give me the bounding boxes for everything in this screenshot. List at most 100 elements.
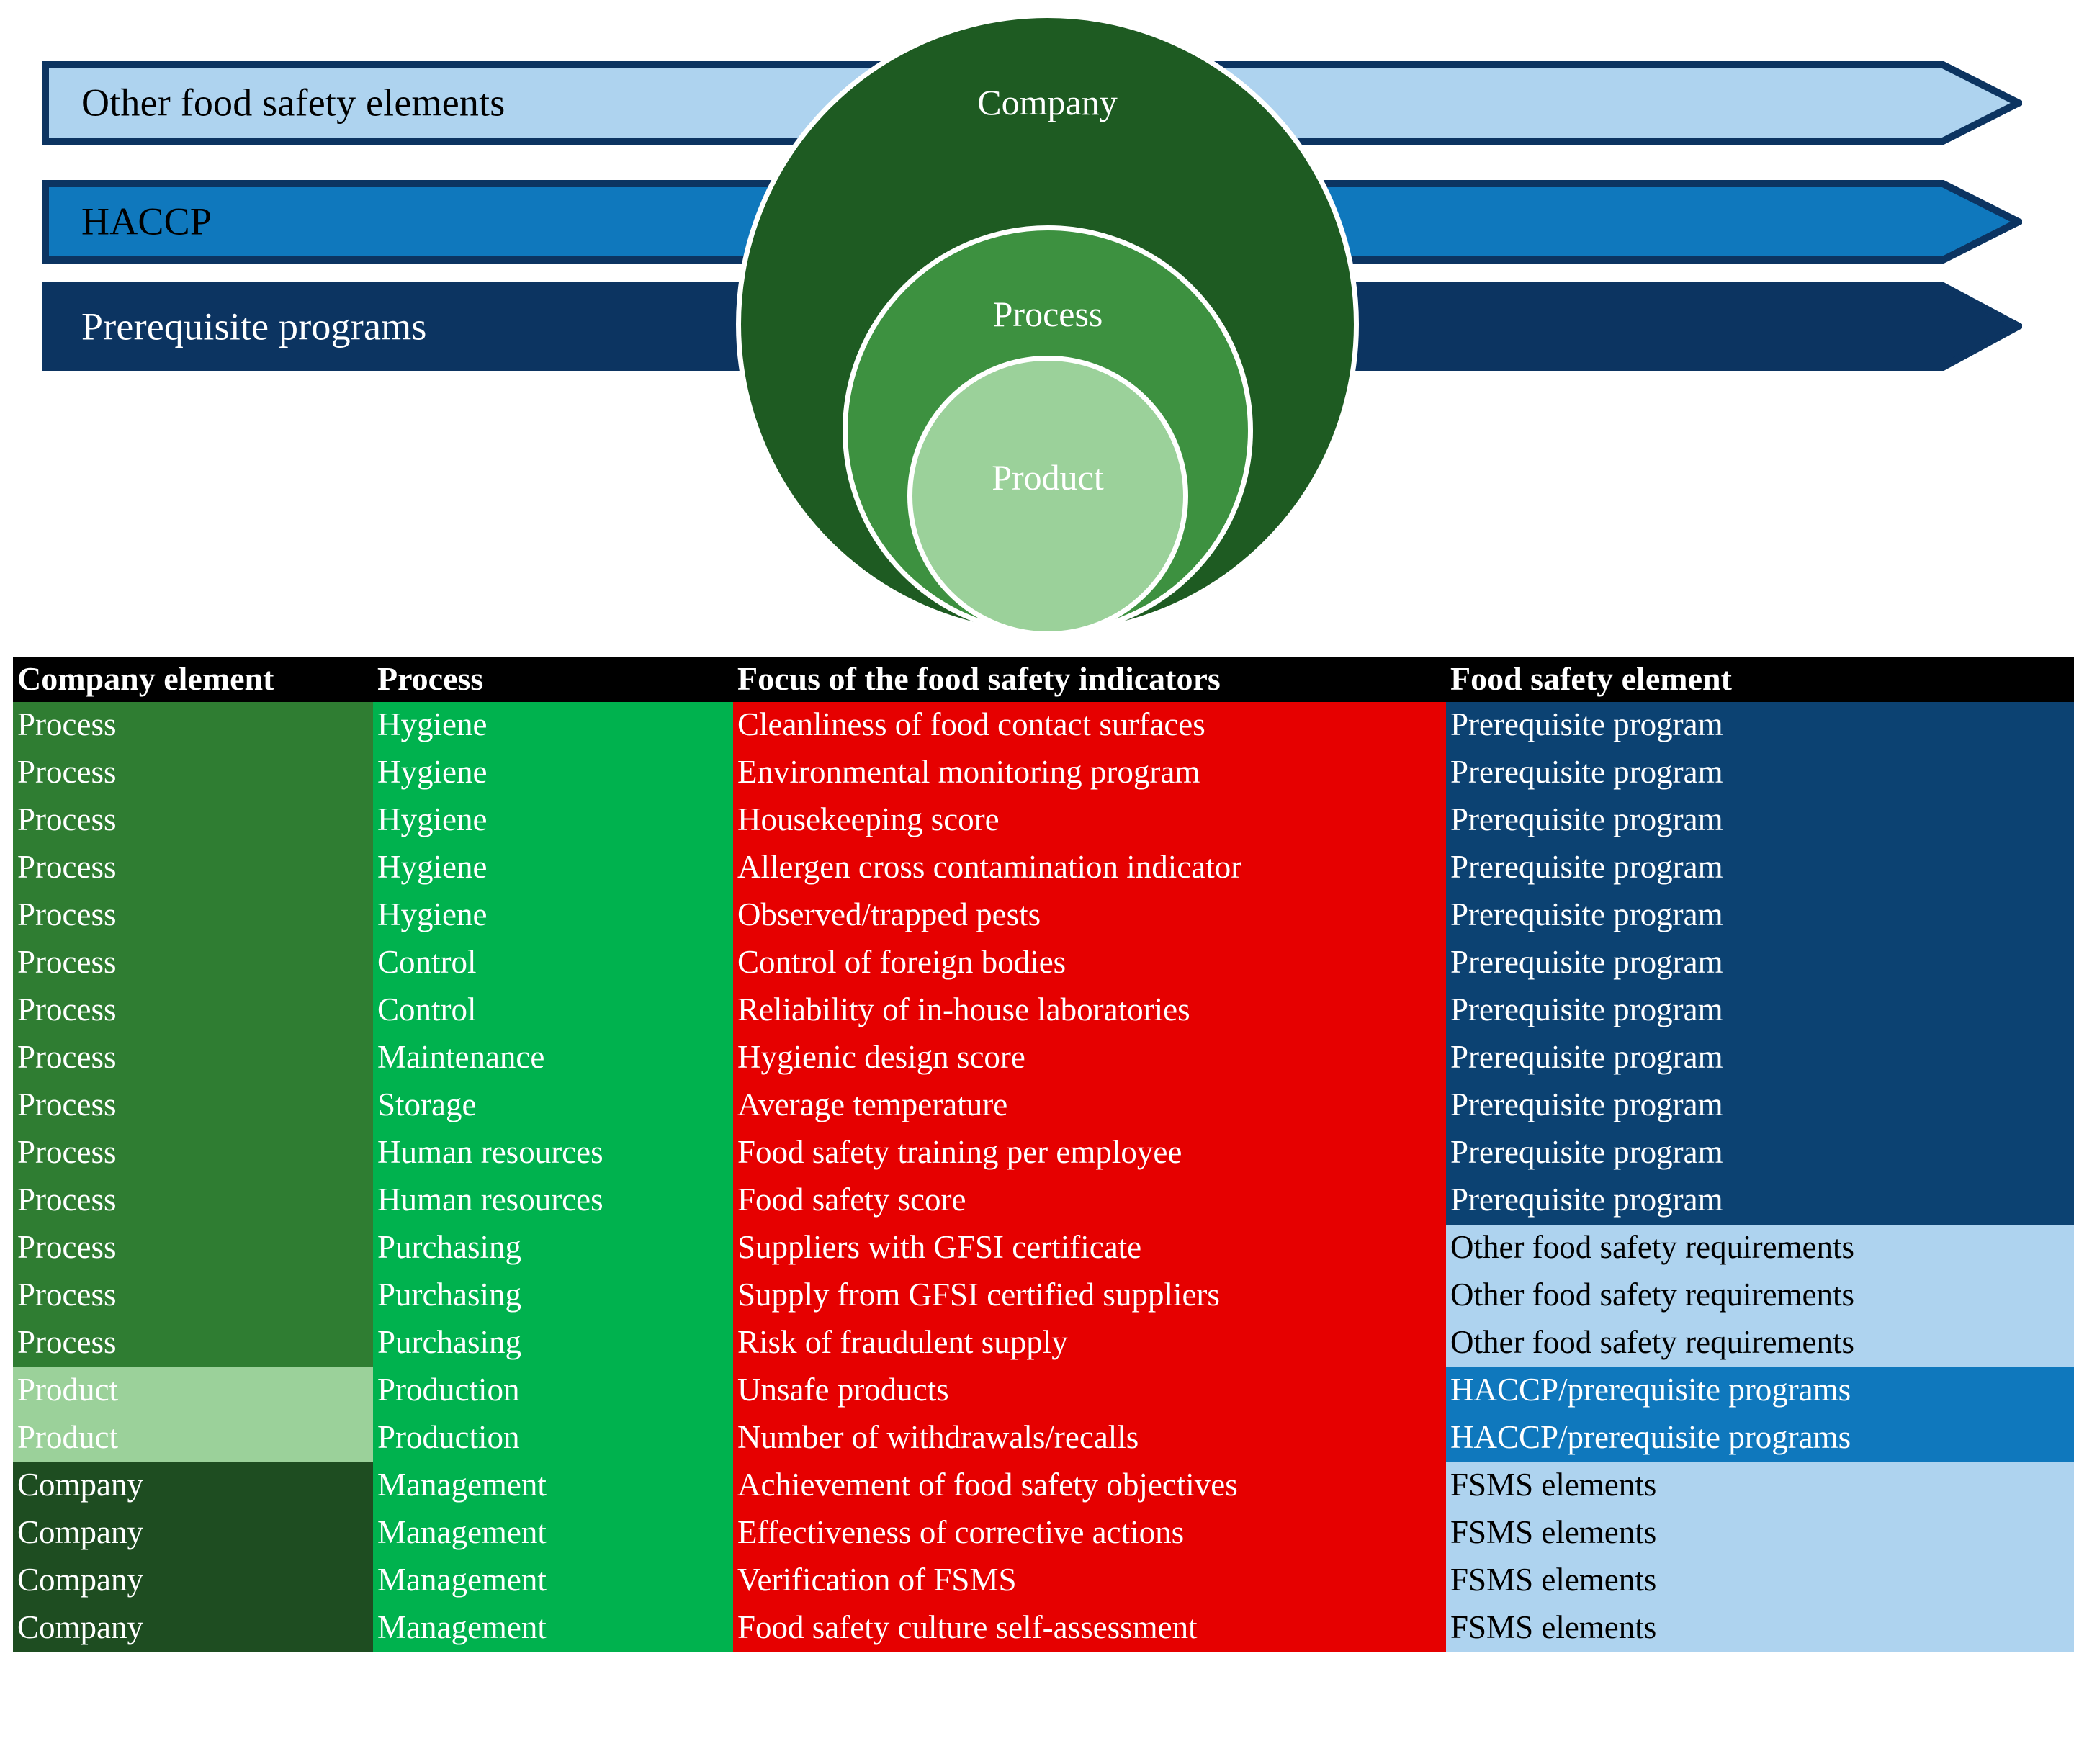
arrow-label-haccp: HACCP [81, 199, 212, 243]
cell-food-safety-element: FSMS elements [1446, 1510, 2074, 1557]
cell-company-element: Process [13, 797, 373, 845]
circle-product: Product [907, 356, 1188, 636]
cell-focus: Environmental monitoring program [733, 750, 1446, 797]
conceptual-diagram: Other food safety elements HACCP Prerequ… [0, 0, 2097, 652]
cell-company-element: Process [13, 1177, 373, 1225]
column-header-focus: Focus of the food safety indicators [733, 657, 1446, 702]
column-header-company-element: Company element [13, 657, 373, 702]
cell-company-element: Company [13, 1510, 373, 1557]
cell-process: Control [373, 987, 733, 1035]
cell-food-safety-element: FSMS elements [1446, 1557, 2074, 1605]
cell-company-element: Process [13, 1130, 373, 1177]
arrow-label-other: Other food safety elements [81, 81, 506, 125]
cell-food-safety-element: Prerequisite program [1446, 750, 2074, 797]
cell-focus: Reliability of in-house laboratories [733, 987, 1446, 1035]
cell-process: Management [373, 1605, 733, 1652]
cell-focus: Supply from GFSI certified suppliers [733, 1272, 1446, 1320]
cell-company-element: Process [13, 1035, 373, 1082]
cell-focus: Food safety score [733, 1177, 1446, 1225]
circle-label-company: Company [977, 82, 1118, 122]
cell-company-element: Product [13, 1367, 373, 1415]
cell-focus: Unsafe products [733, 1367, 1446, 1415]
cell-food-safety-element: Other food safety requirements [1446, 1225, 2074, 1272]
column-header-food-safety-element: Food safety element [1446, 657, 2074, 702]
cell-food-safety-element: Prerequisite program [1446, 797, 2074, 845]
cell-food-safety-element: Prerequisite program [1446, 1130, 2074, 1177]
cell-food-safety-element: Prerequisite program [1446, 987, 2074, 1035]
cell-focus: Food safety culture self-assessment [733, 1605, 1446, 1652]
cell-focus: Achievement of food safety objectives [733, 1462, 1446, 1510]
cell-focus: Effectiveness of corrective actions [733, 1510, 1446, 1557]
cell-focus: Average temperature [733, 1082, 1446, 1130]
cell-process: Hygiene [373, 797, 733, 845]
cell-food-safety-element: Prerequisite program [1446, 940, 2074, 987]
cell-process: Purchasing [373, 1225, 733, 1272]
circle-label-product: Product [992, 457, 1104, 498]
cell-company-element: Process [13, 845, 373, 892]
cell-process: Production [373, 1367, 733, 1415]
cell-focus: Suppliers with GFSI certificate [733, 1225, 1446, 1272]
food-safety-indicator-table: Company element Process Focus of the foo… [13, 657, 2074, 1652]
cell-company-element: Company [13, 1557, 373, 1605]
circle-label-process: Process [992, 294, 1103, 334]
cell-company-element: Process [13, 1272, 373, 1320]
cell-food-safety-element: Prerequisite program [1446, 702, 2074, 750]
cell-food-safety-element: Prerequisite program [1446, 892, 2074, 940]
cell-company-element: Process [13, 750, 373, 797]
cell-company-element: Process [13, 940, 373, 987]
cell-focus: Number of withdrawals/recalls [733, 1415, 1446, 1462]
cell-food-safety-element: Prerequisite program [1446, 845, 2074, 892]
cell-food-safety-element: Other food safety requirements [1446, 1320, 2074, 1367]
cell-process: Production [373, 1415, 733, 1462]
cell-company-element: Process [13, 702, 373, 750]
cell-focus: Risk of fraudulent supply [733, 1320, 1446, 1367]
cell-process: Management [373, 1557, 733, 1605]
cell-food-safety-element: HACCP/prerequisite programs [1446, 1367, 2074, 1415]
cell-process: Purchasing [373, 1272, 733, 1320]
cell-focus: Housekeeping score [733, 797, 1446, 845]
column-header-process: Process [373, 657, 733, 702]
cell-process: Human resources [373, 1177, 733, 1225]
cell-company-element: Process [13, 1082, 373, 1130]
cell-process: Storage [373, 1082, 733, 1130]
cell-process: Purchasing [373, 1320, 733, 1367]
cell-company-element: Process [13, 1320, 373, 1367]
cell-focus: Verification of FSMS [733, 1557, 1446, 1605]
cell-process: Human resources [373, 1130, 733, 1177]
cell-company-element: Process [13, 987, 373, 1035]
cell-process: Hygiene [373, 702, 733, 750]
cell-focus: Food safety training per employee [733, 1130, 1446, 1177]
arrow-label-prerequisite: Prerequisite programs [81, 305, 427, 348]
cell-food-safety-element: Prerequisite program [1446, 1035, 2074, 1082]
cell-food-safety-element: HACCP/prerequisite programs [1446, 1415, 2074, 1462]
cell-process: Hygiene [373, 892, 733, 940]
cell-company-element: Process [13, 892, 373, 940]
cell-focus: Control of foreign bodies [733, 940, 1446, 987]
concentric-circles: Company Process Product [736, 13, 1359, 636]
cell-process: Maintenance [373, 1035, 733, 1082]
cell-food-safety-element: FSMS elements [1446, 1462, 2074, 1510]
cell-food-safety-element: Prerequisite program [1446, 1177, 2074, 1225]
cell-company-element: Process [13, 1225, 373, 1272]
cell-food-safety-element: Other food safety requirements [1446, 1272, 2074, 1320]
cell-focus: Cleanliness of food contact surfaces [733, 702, 1446, 750]
